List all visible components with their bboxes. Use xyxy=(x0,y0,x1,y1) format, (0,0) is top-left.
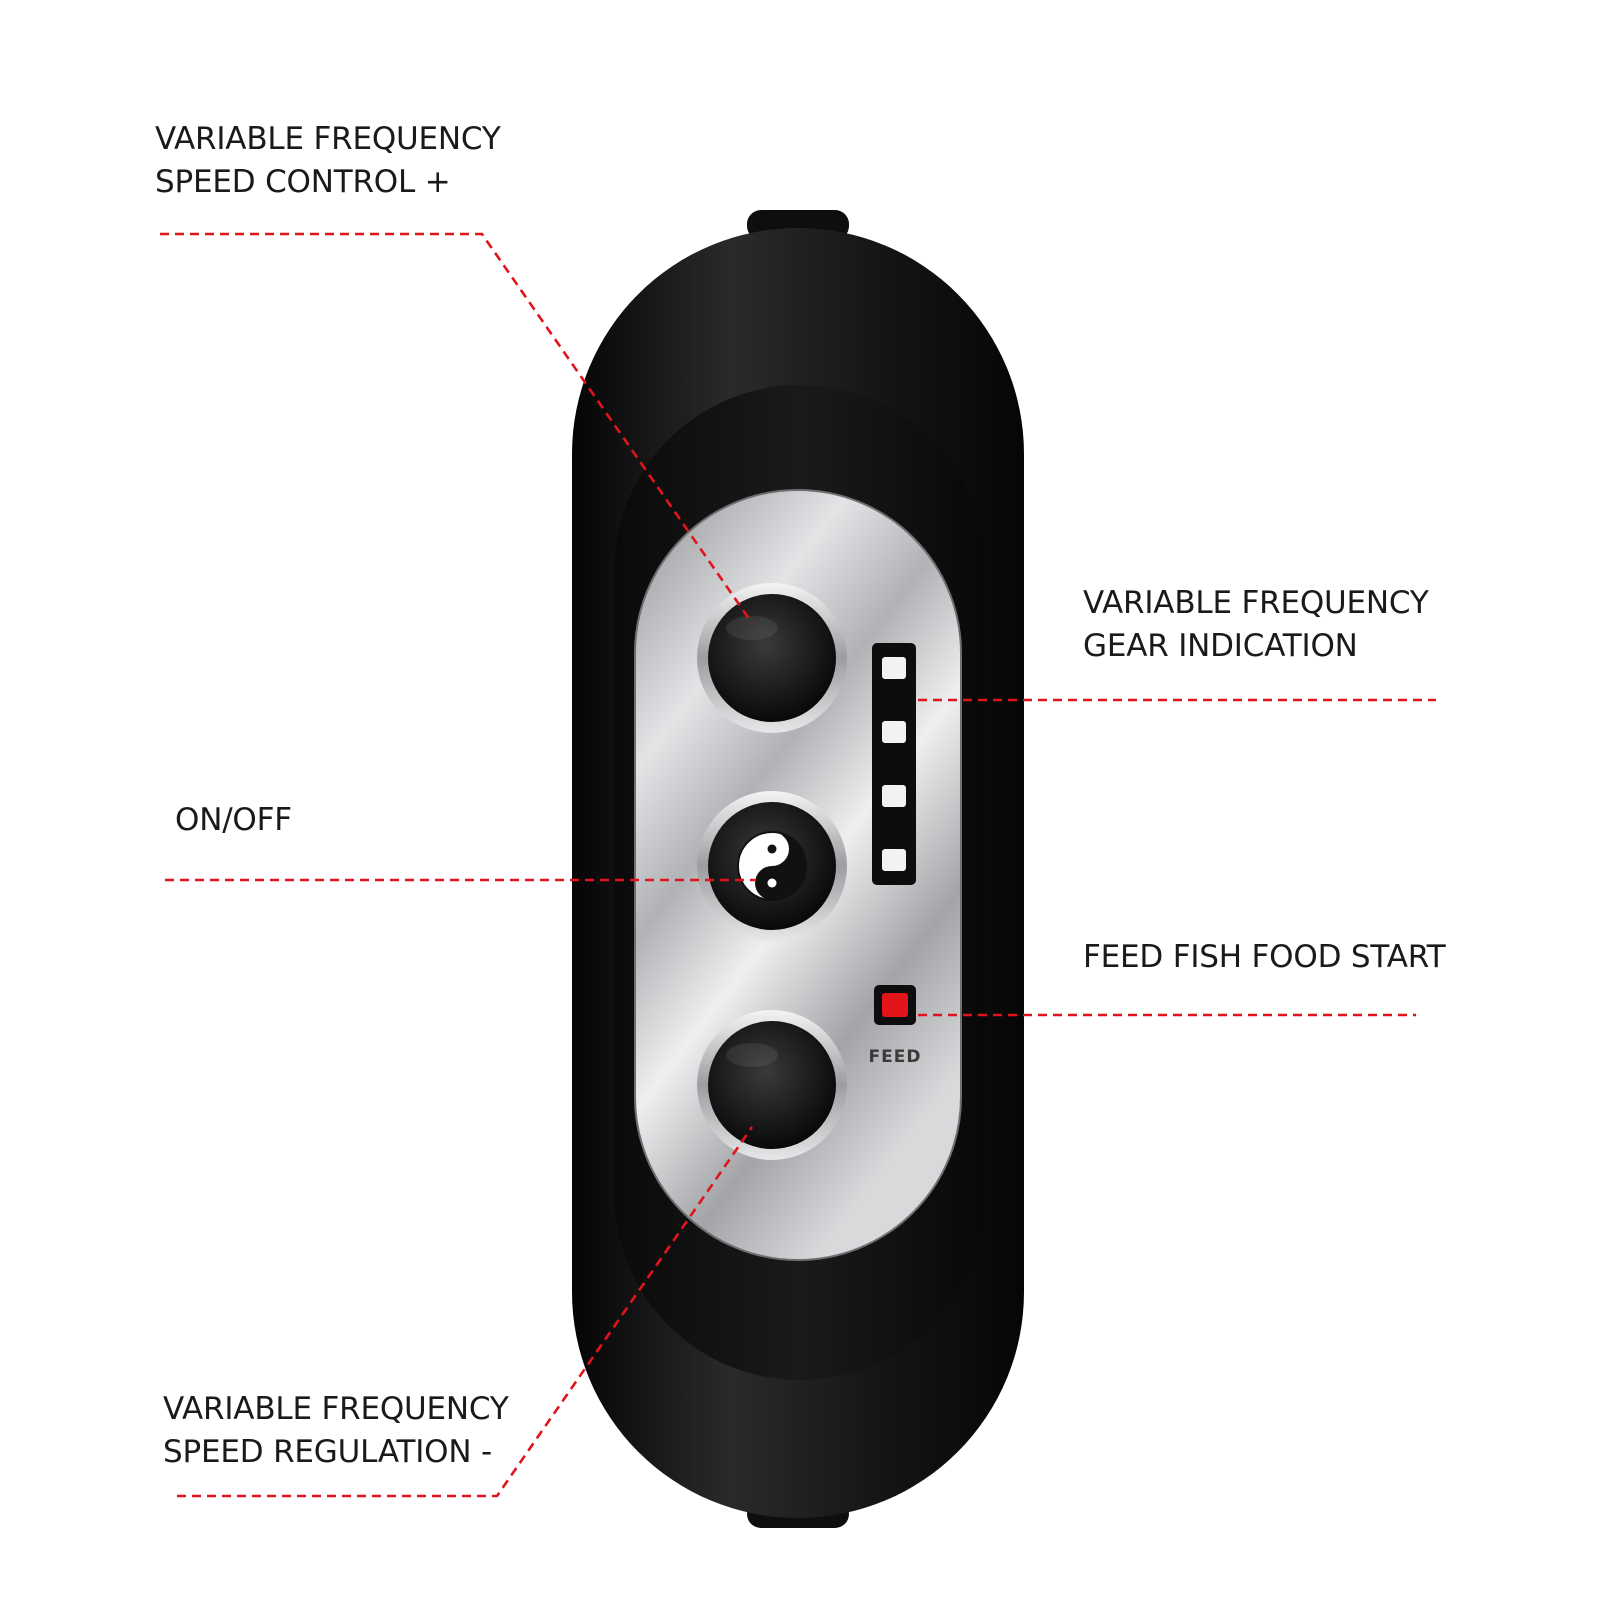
gear-indicator xyxy=(872,643,916,885)
feed-label: FEED xyxy=(869,1047,922,1067)
callout-speed-regulation-down: VARIABLE FREQUENCY SPEED REGULATION - xyxy=(163,1388,509,1474)
speed-up-button[interactable] xyxy=(697,583,847,733)
callout-line: VARIABLE FREQUENCY xyxy=(1083,585,1429,621)
gear-led xyxy=(882,657,906,679)
leader-lines xyxy=(160,232,1436,1498)
callout-line: SPEED CONTROL + xyxy=(155,164,451,200)
controller-device: FEED xyxy=(572,210,1024,1528)
leader-line-speed-up xyxy=(160,232,754,624)
gear-led xyxy=(882,721,906,743)
gear-led xyxy=(882,785,906,807)
callout-line: ON/OFF xyxy=(175,802,292,838)
power-button[interactable] xyxy=(697,791,847,941)
callout-line: SPEED REGULATION - xyxy=(163,1434,492,1470)
callout-on-off: ON/OFF xyxy=(175,799,292,842)
yin-yang-icon xyxy=(737,831,807,901)
callout-line: FEED FISH FOOD START xyxy=(1083,939,1446,975)
callout-line: VARIABLE FREQUENCY xyxy=(155,121,501,157)
gear-led xyxy=(882,849,906,871)
callout-gear-indication: VARIABLE FREQUENCY GEAR INDICATION xyxy=(1083,582,1429,668)
callout-line: VARIABLE FREQUENCY xyxy=(163,1391,509,1427)
callout-feed-start: FEED FISH FOOD START xyxy=(1083,936,1446,979)
leader-line-speed-down xyxy=(177,1126,754,1498)
callout-speed-control-up: VARIABLE FREQUENCY SPEED CONTROL + xyxy=(155,118,501,204)
speed-down-button[interactable] xyxy=(697,1010,847,1160)
callout-line: GEAR INDICATION xyxy=(1083,628,1358,664)
feed-button[interactable] xyxy=(874,985,916,1025)
feed-led xyxy=(882,993,908,1017)
